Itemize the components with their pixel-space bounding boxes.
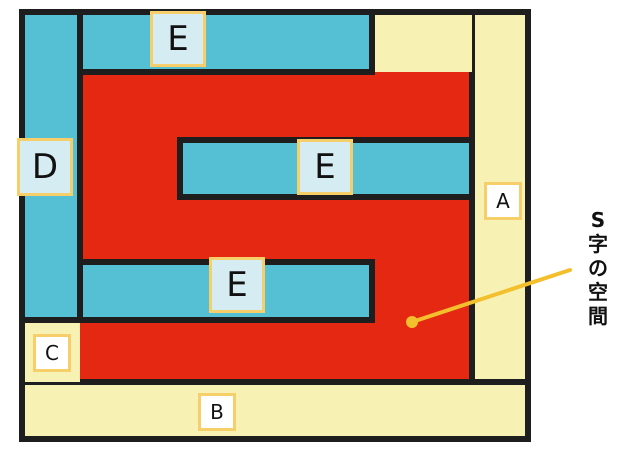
caption-char: 空 — [588, 280, 608, 304]
label-e-middle: E — [297, 139, 353, 195]
label-c: C — [33, 334, 71, 372]
region-e-top — [77, 9, 375, 75]
pointer-dot — [406, 316, 418, 328]
outer-frame — [19, 9, 531, 442]
label-e-top: E — [150, 11, 206, 67]
caption-char: 字 — [588, 232, 608, 256]
region-b — [19, 379, 531, 442]
label-d: D — [17, 138, 73, 196]
corner-yellow-block — [372, 12, 472, 72]
pointer-line — [410, 268, 572, 324]
label-b: B — [198, 393, 236, 431]
caption-char: の — [588, 256, 608, 280]
label-a: A — [484, 182, 522, 220]
caption-char: 間 — [588, 304, 608, 328]
label-e-bottom: E — [209, 257, 265, 313]
s-shaped-space — [80, 72, 472, 382]
s-space-caption: S 字 の 空 間 — [583, 208, 613, 328]
caption-char: S — [590, 208, 606, 232]
